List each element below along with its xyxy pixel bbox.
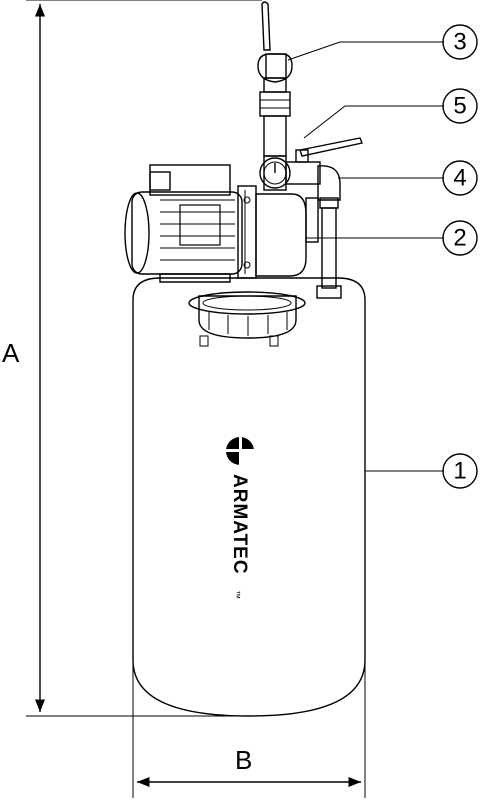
pump-housing bbox=[237, 185, 307, 279]
callout-1-number: 1 bbox=[453, 458, 466, 485]
suction-pipe bbox=[305, 165, 342, 299]
filler-cap bbox=[188, 291, 306, 347]
brand-mark: ARMATEC ™ bbox=[226, 437, 254, 599]
callout-5-number: 5 bbox=[453, 93, 466, 120]
dimension-b-label: B bbox=[235, 745, 252, 775]
brand-name: ARMATEC bbox=[229, 474, 250, 575]
dimension-a-label: A bbox=[2, 338, 20, 368]
callout-4-number: 4 bbox=[453, 165, 466, 192]
callout-5: 5 bbox=[442, 88, 478, 124]
callout-3: 3 bbox=[442, 24, 478, 60]
pump-motor bbox=[124, 164, 243, 283]
leader-lines bbox=[287, 41, 444, 472]
callout-1: 1 bbox=[442, 453, 478, 489]
callout-2: 2 bbox=[442, 220, 478, 256]
callout-2-number: 2 bbox=[453, 225, 466, 252]
tank bbox=[132, 277, 366, 717]
callout-4: 4 bbox=[442, 160, 478, 196]
callout-3-number: 3 bbox=[453, 29, 466, 56]
discharge-pipe bbox=[257, 53, 293, 157]
pressure-gauge bbox=[259, 137, 363, 191]
dimension-a: A bbox=[2, 0, 262, 717]
armatec-logo-icon bbox=[226, 437, 254, 465]
dimension-b: B bbox=[132, 640, 366, 798]
ball-valve-handle bbox=[261, 1, 271, 51]
brand-trademark: ™ bbox=[232, 590, 242, 599]
